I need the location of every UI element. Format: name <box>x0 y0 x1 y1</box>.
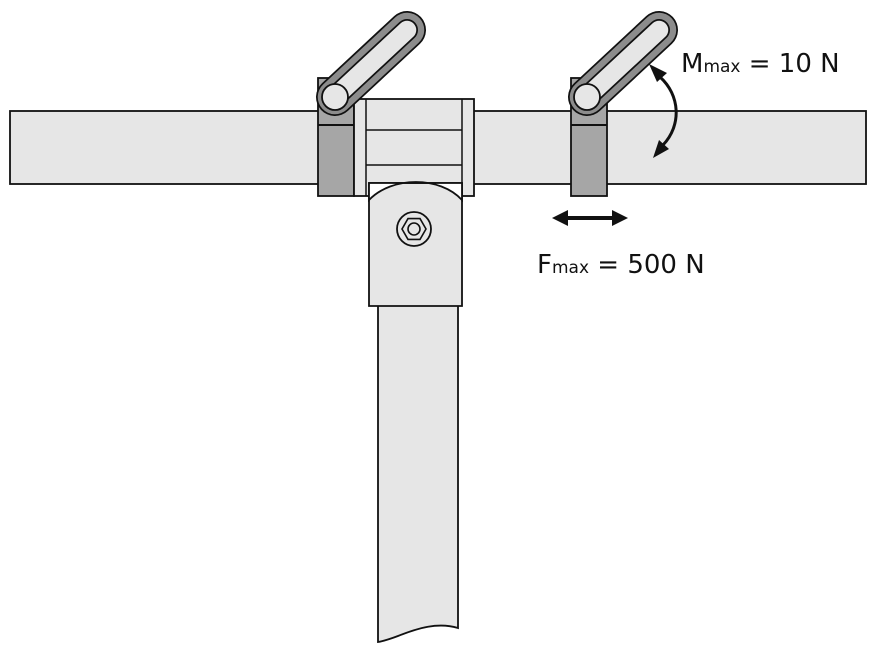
moment-label: Mmax = 10 N <box>681 49 840 79</box>
moment-value: = 10 N <box>740 49 839 79</box>
force-arrow-icon <box>552 210 628 226</box>
moment-symbol: M <box>681 49 703 79</box>
right-clamp-lever <box>568 11 678 116</box>
left-clamp-lever <box>316 11 426 116</box>
hex-screw-icon <box>396 211 432 247</box>
force-label: Fmax = 500 N <box>537 250 705 280</box>
force-value: = 500 N <box>589 250 705 280</box>
force-subscript: max <box>552 258 589 278</box>
vertical-tube <box>377 304 459 644</box>
moment-arrow-icon <box>649 64 678 158</box>
moment-subscript: max <box>703 57 740 77</box>
force-symbol: F <box>537 250 552 280</box>
cross-clamp-body <box>353 98 475 197</box>
